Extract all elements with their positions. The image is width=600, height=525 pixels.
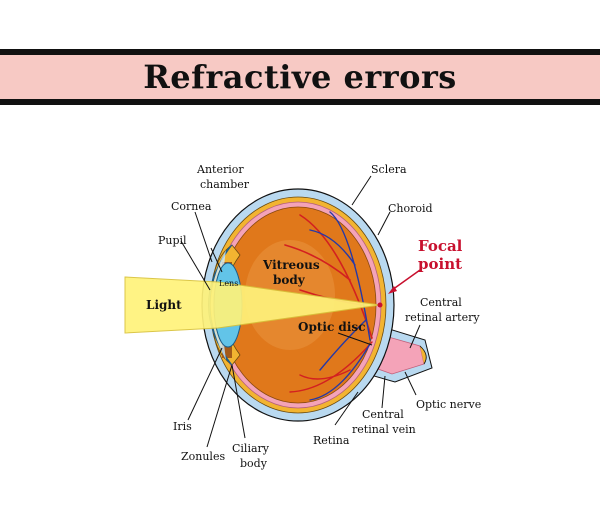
label-ciliary-1: Ciliary xyxy=(232,442,270,455)
label-central-artery-1: Central xyxy=(420,296,462,309)
focal-point-marker xyxy=(377,302,383,308)
label-retina: Retina xyxy=(313,434,350,447)
title-banner: Refractive errors xyxy=(0,49,600,105)
label-vitreous-1: Vitreous xyxy=(262,258,320,272)
label-central-vein-1: Central xyxy=(362,408,404,421)
label-lens: Lens xyxy=(219,279,238,288)
label-light: Light xyxy=(146,298,182,312)
label-central-artery-2: retinal artery xyxy=(405,311,480,324)
light-beam xyxy=(124,276,381,334)
label-sclera: Sclera xyxy=(371,163,407,176)
label-ciliary-2: body xyxy=(240,457,268,470)
label-zonules: Zonules xyxy=(181,450,225,463)
label-vitreous-2: body xyxy=(273,273,306,287)
label-cornea: Cornea xyxy=(171,200,212,213)
page-title: Refractive errors xyxy=(143,58,457,96)
label-optic-disc: Optic disc xyxy=(298,320,365,334)
label-focal-1: Focal xyxy=(418,237,463,255)
label-focal-2: point xyxy=(418,255,462,273)
label-choroid: Choroid xyxy=(388,202,433,215)
label-iris: Iris xyxy=(173,420,192,433)
label-anterior-chamber-2: chamber xyxy=(200,178,250,191)
label-anterior-chamber-1: Anterior xyxy=(196,163,244,176)
leader-lines xyxy=(180,175,421,448)
label-pupil: Pupil xyxy=(158,234,187,247)
label-central-vein-2: retinal vein xyxy=(352,423,416,436)
label-optic-nerve: Optic nerve xyxy=(416,398,481,411)
